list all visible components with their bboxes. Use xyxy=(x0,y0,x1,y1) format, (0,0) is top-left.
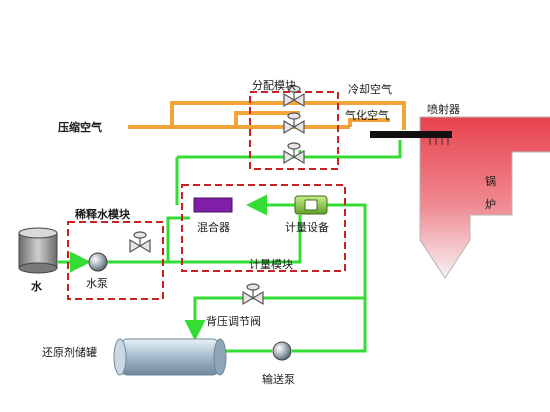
valve-icon[interactable] xyxy=(283,142,305,165)
boiler-label-1: 锅 xyxy=(485,175,496,188)
reductant-tank-icon xyxy=(113,338,227,376)
boiler-body xyxy=(419,116,550,279)
reductant-tank-label: 还原剂储罐 xyxy=(42,345,97,359)
valve-icon[interactable] xyxy=(283,112,305,135)
atomizing-air-label: 气化空气 xyxy=(345,108,389,122)
dilution-valve-icon[interactable] xyxy=(129,231,151,254)
water-pump-label: 水泵 xyxy=(86,277,108,290)
dilution-module-label: 稀释水模块 xyxy=(75,207,131,221)
water-pump-icon[interactable] xyxy=(88,252,108,272)
delivery-pump-icon[interactable] xyxy=(272,341,292,361)
injector-nozzle xyxy=(429,138,449,145)
back-pressure-valve-icon[interactable] xyxy=(242,283,264,306)
mixer-label: 混合器 xyxy=(197,220,230,234)
metering-device-label: 计量设备 xyxy=(285,220,329,234)
cooling-air-label: 冷却空气 xyxy=(348,82,392,96)
injector-lance xyxy=(370,131,452,138)
metering-device-icon xyxy=(294,195,328,215)
compressed-air-label: 压缩空气 xyxy=(58,120,102,134)
back-pressure-valve-label: 背压调节阀 xyxy=(206,314,261,328)
boiler-label-2: 炉 xyxy=(485,198,496,211)
dilution-module-box xyxy=(67,221,164,300)
distribution-module-label: 分配模块 xyxy=(252,79,296,92)
water-label: 水 xyxy=(31,279,43,293)
delivery-pump-label: 输送泵 xyxy=(262,372,295,386)
injector-label: 喷射器 xyxy=(427,102,460,116)
valve-icon[interactable] xyxy=(283,85,305,108)
metering-module-label: 计量模块 xyxy=(249,258,293,271)
water-tank-icon xyxy=(18,227,58,274)
mixer-block xyxy=(193,197,233,213)
metering-module-box xyxy=(181,184,346,272)
